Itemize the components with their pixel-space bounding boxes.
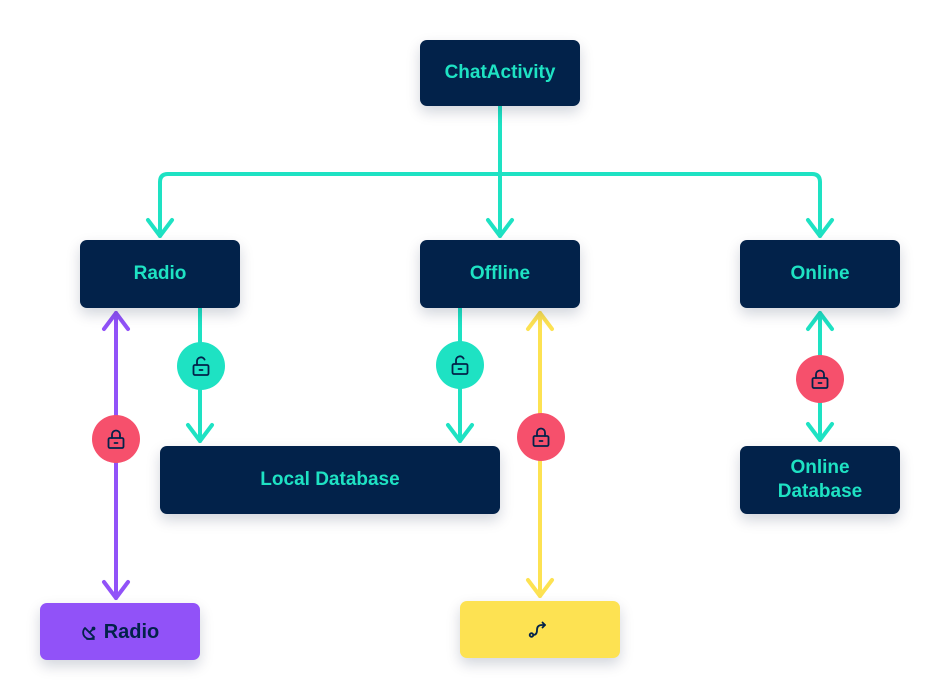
- node-chatactivity: ChatActivity: [420, 40, 580, 106]
- locked-padlock-icon: [517, 413, 565, 461]
- node-radio-service: Radio: [40, 603, 200, 660]
- connector-chatactivity-bus: [158, 172, 822, 238]
- arrowhead-radio: [146, 218, 174, 238]
- arrowhead-localdb-left: [186, 423, 214, 443]
- node-online-database-label-line1: Online: [790, 457, 850, 478]
- arrowhead-radio-up: [102, 311, 130, 331]
- arrowhead-onlinedb-down: [806, 422, 834, 442]
- arrowhead-localdb-right: [446, 423, 474, 443]
- node-offline: Offline: [420, 240, 580, 308]
- node-local-database-label: Local Database: [260, 469, 400, 490]
- node-nearby: [460, 601, 620, 658]
- node-online-database: Online Database: [740, 446, 900, 514]
- node-offline-label: Offline: [469, 263, 531, 284]
- node-radio-label: Radio: [133, 263, 187, 284]
- node-radio-service-label: Radio: [103, 620, 160, 643]
- route-icon: [528, 621, 548, 639]
- unlocked-padlock-icon: [436, 341, 484, 389]
- radio-icon: [81, 623, 99, 641]
- arrowhead-radio-service-down: [102, 580, 130, 600]
- arrowhead-nearby-down: [526, 578, 554, 598]
- arrowhead-offline: [486, 218, 514, 238]
- locked-padlock-icon: [92, 415, 140, 463]
- arrowhead-online: [806, 218, 834, 238]
- node-online: Online: [740, 240, 900, 308]
- locked-padlock-icon: [796, 355, 844, 403]
- node-radio: Radio: [80, 240, 240, 308]
- node-online-database-label-line2: Database: [777, 481, 863, 502]
- node-chatactivity-label: ChatActivity: [444, 62, 556, 83]
- arrowhead-online-up: [806, 311, 834, 331]
- unlocked-padlock-icon: [177, 342, 225, 390]
- node-local-database: Local Database: [160, 446, 500, 514]
- arrowhead-offline-up: [526, 311, 554, 331]
- node-online-label: Online: [790, 263, 850, 284]
